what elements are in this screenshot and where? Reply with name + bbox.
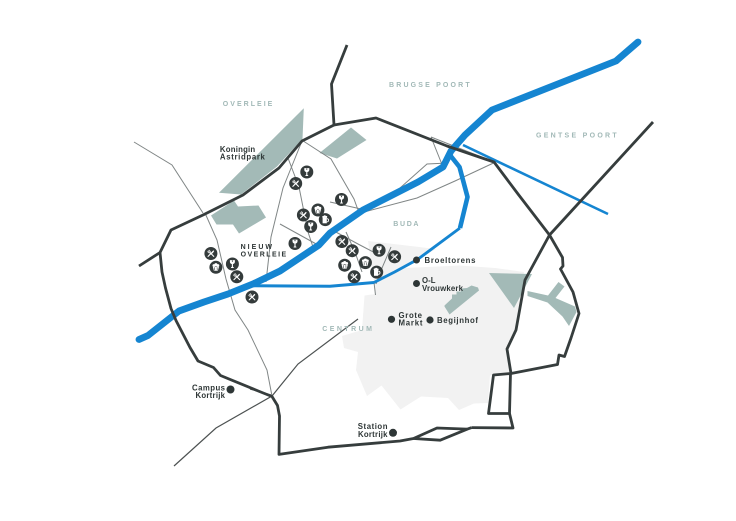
svg-text:Kortrijk: Kortrijk bbox=[196, 391, 226, 400]
svg-text:GENTSE POORT: GENTSE POORT bbox=[536, 133, 619, 140]
svg-text:Koningin: Koningin bbox=[220, 145, 256, 154]
svg-text:Station: Station bbox=[358, 422, 388, 431]
svg-text:BUDA: BUDA bbox=[393, 221, 421, 228]
svg-text:Astridpark: Astridpark bbox=[220, 153, 266, 162]
svg-text:Broeltorens: Broeltorens bbox=[425, 256, 477, 265]
svg-text:Markt: Markt bbox=[399, 319, 423, 328]
svg-text:Vrouwkerk: Vrouwkerk bbox=[422, 284, 464, 293]
svg-text:BRUGSE POORT: BRUGSE POORT bbox=[389, 82, 472, 89]
svg-text:OVERLEIE: OVERLEIE bbox=[241, 251, 287, 258]
svg-text:CENTRUM: CENTRUM bbox=[322, 326, 374, 333]
svg-text:OVERLEIE: OVERLEIE bbox=[223, 101, 275, 108]
svg-text:Campus: Campus bbox=[192, 384, 226, 393]
svg-text:Kortrijk: Kortrijk bbox=[358, 430, 388, 439]
svg-text:Grote: Grote bbox=[399, 311, 423, 320]
svg-text:O-L: O-L bbox=[422, 276, 436, 285]
svg-text:Begijnhof: Begijnhof bbox=[437, 316, 478, 325]
